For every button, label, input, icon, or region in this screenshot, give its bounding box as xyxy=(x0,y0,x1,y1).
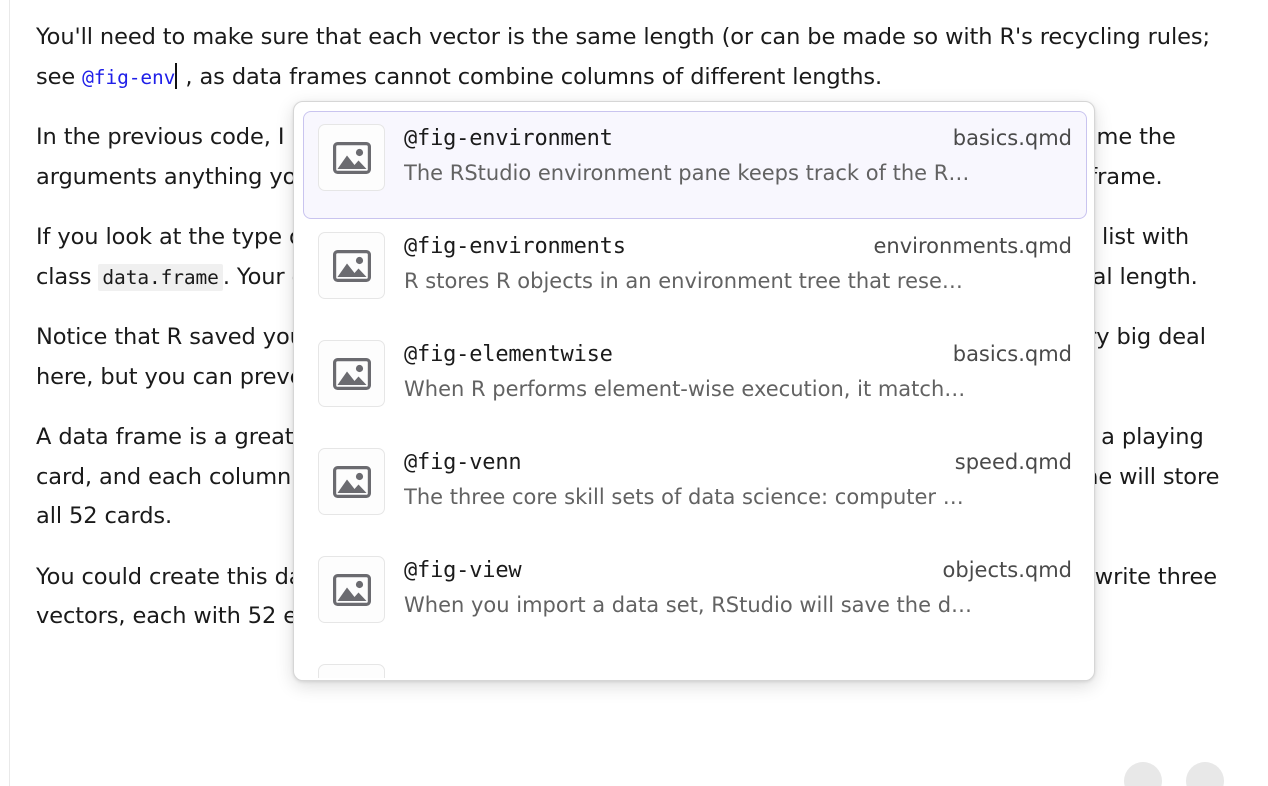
autocomplete-item-header: @fig-elementwise basics.qmd xyxy=(404,342,1072,367)
editor-left-gutter-rule xyxy=(9,0,10,786)
text-run: You'll need to make sure that each vecto… xyxy=(36,24,1210,90)
help-button[interactable] xyxy=(1124,762,1162,786)
figure-caption-preview: The RStudio environment pane keeps track… xyxy=(404,161,970,185)
autocomplete-item-text: @fig-environments environments.qmd R store… xyxy=(404,232,1072,293)
autocomplete-item-header: @fig-venn speed.qmd xyxy=(404,450,1072,475)
source-file-name: environments.qmd xyxy=(873,234,1072,258)
image-placeholder-icon xyxy=(318,124,385,191)
autocomplete-item[interactable] xyxy=(303,651,1087,680)
autocomplete-item[interactable]: @fig-environments environments.qmd R store… xyxy=(303,219,1087,327)
image-placeholder-icon xyxy=(318,664,385,680)
source-file-name: speed.qmd xyxy=(954,450,1072,474)
autocomplete-item-header: @fig-environments environments.qmd xyxy=(404,234,1072,259)
autocomplete-item-header: @fig-view objects.qmd xyxy=(404,558,1072,583)
image-placeholder-icon xyxy=(318,232,385,299)
inline-code-span[interactable]: data.frame xyxy=(98,263,223,291)
cross-reference-id: @fig-environment xyxy=(404,126,613,151)
cross-reference-id: @fig-view xyxy=(404,558,522,583)
autocomplete-item-text xyxy=(404,664,1072,676)
image-placeholder-icon xyxy=(318,340,385,407)
figure-caption-preview: R stores R objects in an environment tre… xyxy=(404,269,963,293)
source-file-name: objects.qmd xyxy=(942,558,1072,582)
image-placeholder-icon xyxy=(318,448,385,515)
figure-caption-preview: The three core skill sets of data scienc… xyxy=(404,485,964,509)
paragraph-1[interactable]: You'll need to make sure that each vecto… xyxy=(36,18,1232,97)
image-placeholder-icon xyxy=(318,556,385,623)
autocomplete-item-header: @fig-environment basics.qmd xyxy=(404,126,1072,151)
source-file-name: basics.qmd xyxy=(952,126,1072,150)
text-cursor xyxy=(175,62,178,89)
source-file-name: basics.qmd xyxy=(952,342,1072,366)
figure-caption-preview: When R performs element-wise execution, … xyxy=(404,377,966,401)
cross-reference-id: @fig-environments xyxy=(404,234,626,259)
figure-caption-preview: When you import a data set, RStudio will… xyxy=(404,593,973,617)
floating-action-buttons[interactable] xyxy=(1124,762,1224,786)
settings-button[interactable] xyxy=(1186,762,1224,786)
active-cross-reference[interactable]: @fig-env xyxy=(82,65,176,89)
cross-reference-id: @fig-venn xyxy=(404,450,522,475)
text-run: , as data frames cannot combine columns … xyxy=(178,63,883,90)
cross-reference-id: @fig-elementwise xyxy=(404,342,613,367)
popup-bottom-edge xyxy=(295,678,1093,680)
